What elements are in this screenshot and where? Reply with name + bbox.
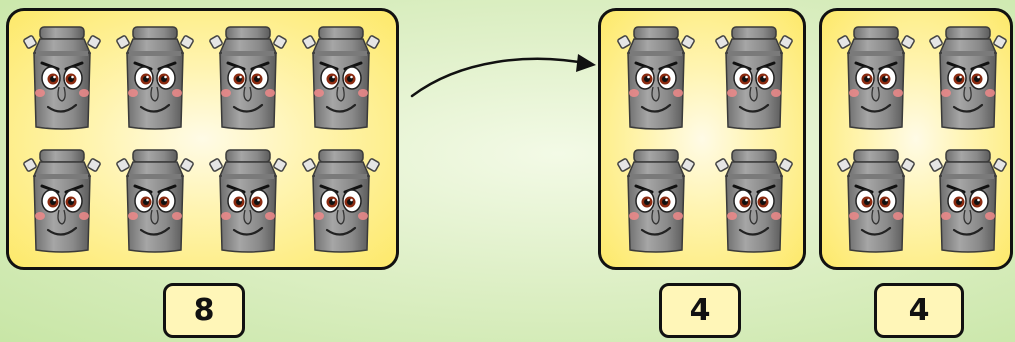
milk-can-face-icon xyxy=(21,23,103,133)
group-panel-left xyxy=(6,8,399,270)
milk-can-face-icon xyxy=(836,146,916,256)
milk-can-face-icon xyxy=(713,23,795,133)
count-label-middle: 4 xyxy=(659,283,741,338)
count-label-left: 8 xyxy=(163,283,245,338)
milk-can-face-icon xyxy=(114,23,196,133)
milk-can-face-icon xyxy=(713,146,795,256)
milk-can-face-icon xyxy=(615,146,697,256)
milk-can-face-icon xyxy=(300,23,382,133)
milk-can-face-icon xyxy=(300,146,382,256)
milk-can-face-icon xyxy=(928,23,1008,133)
group-panel-middle xyxy=(598,8,806,270)
milk-can-face-icon xyxy=(21,146,103,256)
milk-can-face-icon xyxy=(836,23,916,133)
group-panel-right xyxy=(819,8,1013,270)
count-label-right: 4 xyxy=(874,283,964,338)
arrow-icon xyxy=(410,54,596,98)
milk-can-face-icon xyxy=(207,23,289,133)
milk-can-face-icon xyxy=(928,146,1008,256)
milk-can-face-icon xyxy=(207,146,289,256)
milk-can-face-icon xyxy=(114,146,196,256)
milk-can-face-icon xyxy=(615,23,697,133)
